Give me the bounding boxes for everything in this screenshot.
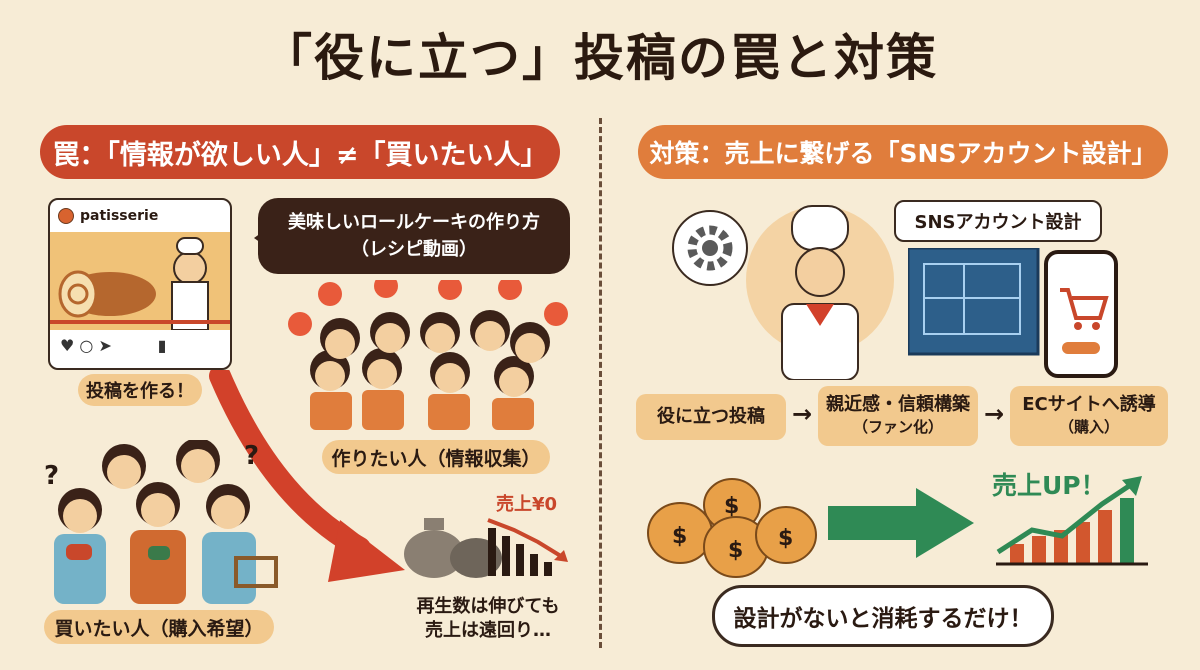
gear-thought-bubble — [672, 210, 748, 286]
flow-step-2-main: 親近感・信頼構築 — [826, 394, 970, 415]
svg-text:$: $ — [728, 538, 743, 563]
smartphone-cart-icon — [1044, 250, 1118, 378]
roll-cake-icon — [50, 237, 230, 330]
growth-chart-icon — [996, 476, 1148, 566]
flow-step-1-main: 役に立つ投稿 — [657, 406, 765, 427]
money-bags-icon: $ $ $ $ — [647, 478, 817, 578]
page-title: 「役に立つ」投稿の罠と対策 — [262, 29, 938, 87]
sns-design-label: SNSアカウント設計 — [894, 200, 1102, 242]
account-avatar-icon — [58, 208, 74, 224]
flow-step-3: ECサイトへ誘導 （購入） — [1010, 386, 1168, 446]
sales-up-text: 売上UP！ — [992, 471, 1106, 500]
flow-step-3-sub: （購入） — [1058, 418, 1119, 436]
post-account-name: patisserie — [80, 208, 159, 224]
post-action-icons: ♥ ○ ➤ ▮ — [60, 336, 167, 355]
sales-zero-text: 売上¥0 — [496, 494, 558, 515]
flow-step-2-sub: （ファン化） — [852, 418, 943, 436]
make-post-label: 投稿を作る！ — [78, 374, 202, 406]
makers-label: 作りたい人（情報収集） — [322, 440, 550, 474]
solution-header: 対策：売上に繋げる「SNSアカウント設計」 — [638, 125, 1168, 179]
makers-crowd-illustration — [288, 280, 568, 430]
svg-text:?: ? — [44, 461, 59, 491]
note-line-2: 売上は遠回り… — [425, 620, 551, 641]
recipe-speech-bubble: 美味しいロールケーキの作り方 （レシピ動画） — [254, 198, 570, 274]
blueprint-icon — [908, 248, 1040, 356]
warning-message: 設計がないと消耗するだけ！ — [712, 585, 1054, 647]
flow-step-2: 親近感・信頼構築 （ファン化） — [818, 386, 978, 446]
flow-step-1: 役に立つ投稿 — [636, 394, 786, 440]
chef-illustration — [746, 205, 894, 380]
speech-line-1: 美味しいロールケーキの作り方 — [288, 212, 540, 233]
flow-step-3-main: ECサイトへ誘導 — [1022, 394, 1156, 415]
note-line-1: 再生数は伸びても — [416, 596, 560, 617]
views-vs-sales-note: 再生数は伸びても 売上は遠回り… — [398, 595, 578, 643]
declining-chart-icon — [487, 518, 568, 576]
svg-text:$: $ — [778, 526, 793, 551]
green-right-arrow-icon — [828, 488, 974, 558]
svg-text:$: $ — [724, 494, 739, 519]
flow-arrow-icon: → — [792, 400, 813, 428]
buyers-crowd-illustration: ? ? — [44, 440, 278, 604]
roll-cake-image — [50, 232, 230, 330]
speech-line-2: （レシピ動画） — [351, 239, 477, 260]
svg-text:$: $ — [672, 524, 687, 549]
buyers-label: 買いたい人（購入希望） — [44, 610, 274, 644]
sns-post-card: patisserie ♥ ○ ➤ ▮ — [48, 198, 232, 370]
trap-header: 罠：「情報が欲しい人」≠「買いたい人」 — [40, 125, 560, 179]
section-divider — [599, 118, 602, 648]
svg-text:?: ? — [244, 441, 259, 471]
red-down-arrow-icon — [209, 370, 405, 582]
flow-arrow-icon: → — [984, 400, 1005, 428]
gear-icon — [687, 225, 733, 271]
